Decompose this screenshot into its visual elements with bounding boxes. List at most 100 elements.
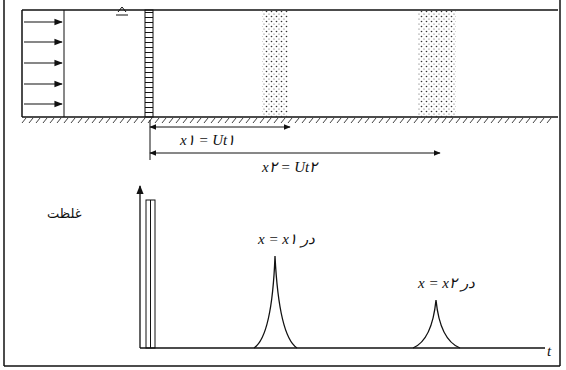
initial-spike xyxy=(150,200,151,348)
velocity-arrow xyxy=(24,41,62,42)
hatch-line xyxy=(456,118,460,123)
hatch-line xyxy=(183,118,187,123)
water-surface xyxy=(22,9,558,11)
surface-symbol xyxy=(116,7,128,15)
bed-hatching xyxy=(22,118,551,123)
hatch-line xyxy=(288,118,292,123)
hatch-line xyxy=(155,118,159,123)
hatch-line xyxy=(43,118,47,123)
hatch-line xyxy=(547,118,551,123)
hatch-line xyxy=(127,118,131,123)
hatch-line xyxy=(134,118,138,123)
hatch-line xyxy=(470,118,474,123)
hatch-line xyxy=(113,118,117,123)
hatch-line xyxy=(281,118,285,123)
velocity-arrow xyxy=(24,83,62,84)
hatch-line xyxy=(92,118,96,123)
y-axis xyxy=(139,186,140,348)
profile-line xyxy=(64,10,65,117)
hatch-line xyxy=(176,118,180,123)
hatch-line xyxy=(540,118,544,123)
hatch-line xyxy=(22,118,26,123)
hatch-line xyxy=(512,118,516,123)
hatch-line xyxy=(477,118,481,123)
hatch-line xyxy=(190,118,194,123)
hatch-line xyxy=(302,118,306,123)
hatch-line xyxy=(435,118,439,123)
dimension-label: x۱ = Ut۱ xyxy=(178,132,237,149)
dimension-label: x۲ = Ut۲ xyxy=(260,159,319,176)
initial-tracer xyxy=(145,10,153,117)
hatch-line xyxy=(533,118,537,123)
hatch-line xyxy=(239,118,243,123)
dimension-lines xyxy=(150,120,440,160)
hatch-line xyxy=(260,118,264,123)
velocity-arrow xyxy=(24,62,62,63)
hatch-line xyxy=(344,118,348,123)
axis-label: غلظت xyxy=(45,207,84,222)
hatch-line xyxy=(267,118,271,123)
hatch-line xyxy=(57,118,61,123)
frame-line xyxy=(559,0,561,366)
hatch-line xyxy=(323,118,327,123)
hatch-line xyxy=(400,118,404,123)
dimension-arrow xyxy=(150,153,440,154)
hatch-line xyxy=(442,118,446,123)
hatch-line xyxy=(204,118,208,123)
hatch-line xyxy=(365,118,369,123)
frame-line xyxy=(4,365,560,367)
hatch-line xyxy=(120,118,124,123)
channel xyxy=(22,7,558,123)
velocity-arrow xyxy=(24,21,62,22)
dimension-tick xyxy=(150,120,151,160)
tracer-slabs xyxy=(145,10,456,117)
hatch-line xyxy=(519,118,523,123)
hatch-line xyxy=(36,118,40,123)
concentration-peak xyxy=(254,256,297,348)
hatch-line xyxy=(449,118,453,123)
hatch-line xyxy=(407,118,411,123)
hatch-line xyxy=(372,118,376,123)
hatch-line xyxy=(197,118,201,123)
hatch-line xyxy=(295,118,299,123)
inlet-line xyxy=(21,10,23,117)
frame xyxy=(4,0,560,366)
hatch-line xyxy=(505,118,509,123)
hatch-line xyxy=(211,118,215,123)
hatch-line xyxy=(428,118,432,123)
hatch-line xyxy=(71,118,75,123)
hatch-line xyxy=(218,118,222,123)
hatch-line xyxy=(78,118,82,123)
hatch-line xyxy=(358,118,362,123)
frame-line xyxy=(3,0,5,366)
spread-tracer xyxy=(418,10,456,117)
hatch-line xyxy=(337,118,341,123)
hatch-line xyxy=(225,118,229,123)
hatch-line xyxy=(253,118,257,123)
hatch-line xyxy=(85,118,89,123)
graph xyxy=(140,186,545,348)
hatch-line xyxy=(498,118,502,123)
axis-label: t xyxy=(545,343,553,360)
peak-label: در x = x۱ xyxy=(256,231,317,248)
hatch-line xyxy=(526,118,530,123)
hatch-line xyxy=(169,118,173,123)
channel-bed xyxy=(22,116,558,118)
peak-label: در x = x۲ xyxy=(416,275,477,292)
hatch-line xyxy=(64,118,68,123)
hatch-line xyxy=(141,118,145,123)
hatch-line xyxy=(491,118,495,123)
hatch-line xyxy=(29,118,33,123)
hatch-line xyxy=(232,118,236,123)
velocity-arrows xyxy=(24,22,62,104)
hatch-line xyxy=(106,118,110,123)
hatch-line xyxy=(330,118,334,123)
hatch-line xyxy=(386,118,390,123)
hatch-line xyxy=(309,118,313,123)
hatch-line xyxy=(246,118,250,123)
hatch-line xyxy=(351,118,355,123)
hatch-line xyxy=(50,118,54,123)
hatch-line xyxy=(463,118,467,123)
initial-spike xyxy=(146,200,155,348)
